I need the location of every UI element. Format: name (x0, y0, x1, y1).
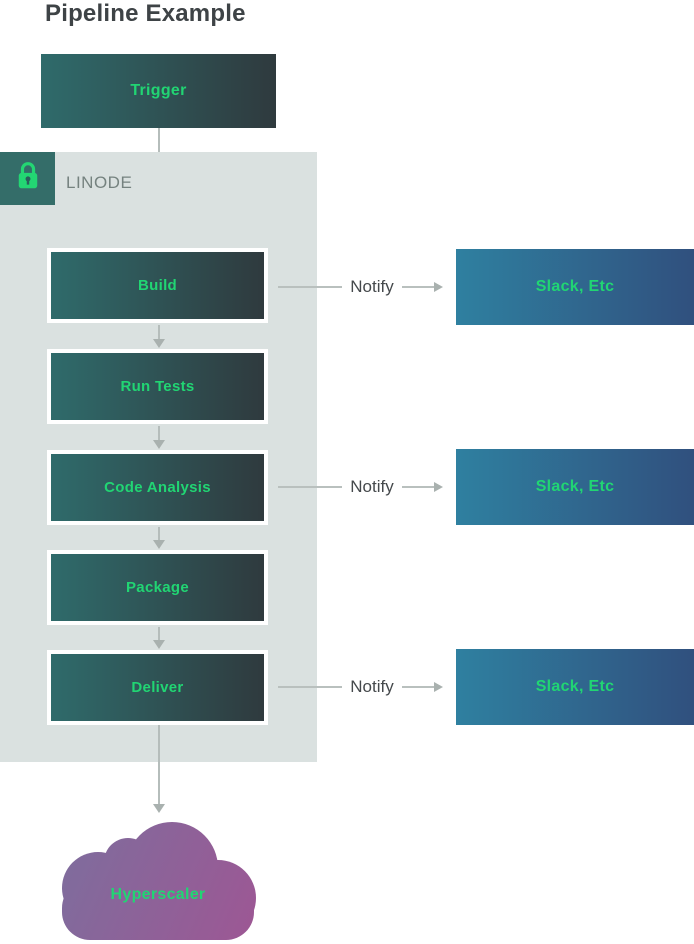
node-slack-build-label: Slack, Etc (535, 278, 615, 295)
notify-label-deliver: Notify (350, 677, 394, 696)
page-title: Pipeline Example (45, 0, 246, 27)
notify-arrowhead-codeanalysis (434, 482, 443, 492)
node-deliver[interactable]: Deliver (47, 650, 268, 725)
linode-container-label: LINODE (66, 173, 133, 192)
node-trigger-label: Trigger (130, 82, 187, 99)
node-slack-build[interactable]: Slack, Etc (456, 249, 694, 325)
arrowhead-package-to-deliver (153, 640, 165, 649)
arrowhead-deliver-to-hyperscaler (153, 804, 165, 813)
node-slack-deliver-label: Slack, Etc (535, 678, 615, 695)
notify-label-codeanalysis: Notify (350, 477, 394, 496)
lock-icon (13, 160, 43, 197)
cloud-icon (62, 822, 256, 940)
arrow-package-to-deliver (158, 627, 160, 640)
notify-line-build (278, 286, 342, 288)
node-build-label: Build (138, 277, 177, 294)
notify-arrowhead-build (434, 282, 443, 292)
node-slack-deliver[interactable]: Slack, Etc (456, 649, 694, 725)
node-slack-codeanalysis[interactable]: Slack, Etc (456, 449, 694, 525)
node-code-analysis-label: Code Analysis (104, 479, 211, 496)
node-run-tests[interactable]: Run Tests (47, 349, 268, 424)
notify-arrow-build (402, 286, 435, 288)
node-package-label: Package (126, 579, 189, 596)
node-hyperscaler-label: Hyperscaler (110, 886, 206, 903)
node-deliver-label: Deliver (131, 679, 184, 696)
notify-arrow-codeanalysis (402, 486, 435, 488)
arrow-deliver-to-hyperscaler (158, 725, 160, 804)
arrow-runtests-to-codeanalysis (158, 426, 160, 440)
node-run-tests-label: Run Tests (120, 378, 195, 395)
notify-line-codeanalysis (278, 486, 342, 488)
notify-label-build: Notify (350, 277, 394, 296)
arrow-codeanalysis-to-package (158, 527, 160, 540)
arrowhead-runtests-to-codeanalysis (153, 440, 165, 449)
notify-line-deliver (278, 686, 342, 688)
arrowhead-codeanalysis-to-package (153, 540, 165, 549)
arrow-build-to-runtests (158, 325, 160, 339)
node-package[interactable]: Package (47, 550, 268, 625)
node-slack-codeanalysis-label: Slack, Etc (535, 478, 615, 495)
node-hyperscaler[interactable] (58, 818, 258, 944)
node-trigger[interactable]: Trigger (41, 54, 276, 128)
arrowhead-build-to-runtests (153, 339, 165, 348)
lock-badge (0, 152, 55, 205)
node-build[interactable]: Build (47, 248, 268, 323)
notify-arrow-deliver (402, 686, 435, 688)
notify-arrowhead-deliver (434, 682, 443, 692)
node-code-analysis[interactable]: Code Analysis (47, 450, 268, 525)
